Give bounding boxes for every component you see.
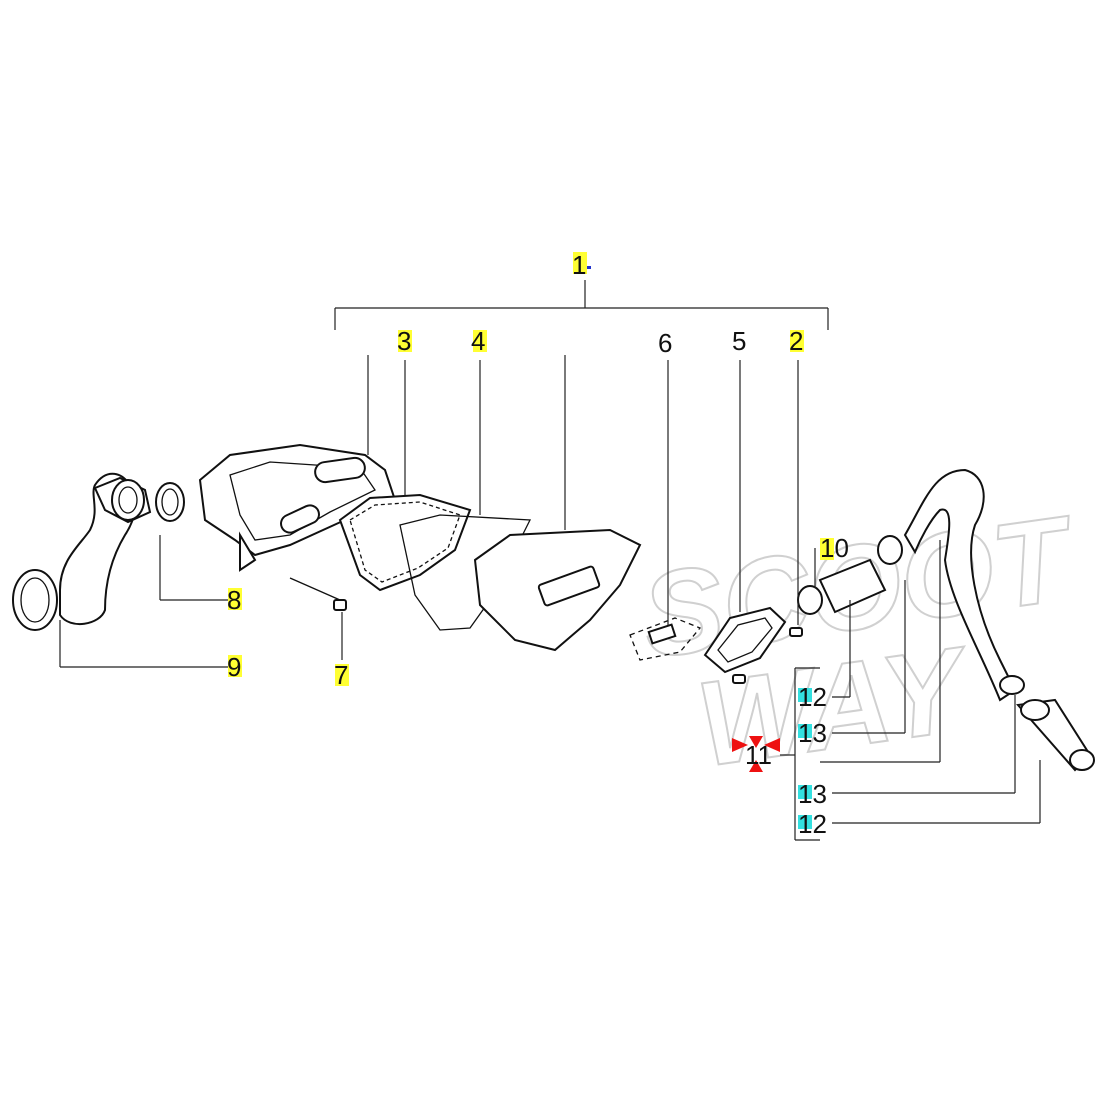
watermark: SCOOT WAY <box>633 489 1085 793</box>
highlights <box>228 252 834 829</box>
leader-lines <box>59 355 1041 841</box>
callout-2: 2 <box>789 326 803 356</box>
coupling-tube <box>797 535 903 615</box>
callout-9: 9 <box>227 652 241 682</box>
callout-5: 5 <box>732 326 746 356</box>
callout-8: 8 <box>227 585 241 615</box>
filter-housing <box>198 443 397 572</box>
callout-3: 3 <box>397 326 411 356</box>
reed-valve <box>703 606 803 684</box>
callout-10: 10 <box>820 533 849 563</box>
filter-element <box>338 493 472 592</box>
callout-13a: 13 <box>798 718 827 748</box>
callout-1-dot <box>587 266 591 269</box>
callout-12a: 12 <box>798 682 827 712</box>
callout-7: 7 <box>334 660 348 690</box>
callout-11: 11 <box>745 740 772 770</box>
red-marker <box>732 736 780 772</box>
intake-hose <box>12 472 152 631</box>
hose-clamp <box>155 482 185 522</box>
filter-cover <box>473 528 642 652</box>
callout-1: 1 <box>572 250 586 280</box>
screw <box>289 577 347 611</box>
callout-13b: 13 <box>798 779 827 809</box>
assembly-bracket <box>334 280 829 330</box>
return-hose <box>903 468 1095 772</box>
callout-6: 6 <box>658 328 672 358</box>
callout-labels: 1 3 4 6 5 2 8 9 7 10 11 12 13 13 12 <box>227 250 849 839</box>
callout-12b: 12 <box>798 809 827 839</box>
callout-4: 4 <box>471 326 485 356</box>
